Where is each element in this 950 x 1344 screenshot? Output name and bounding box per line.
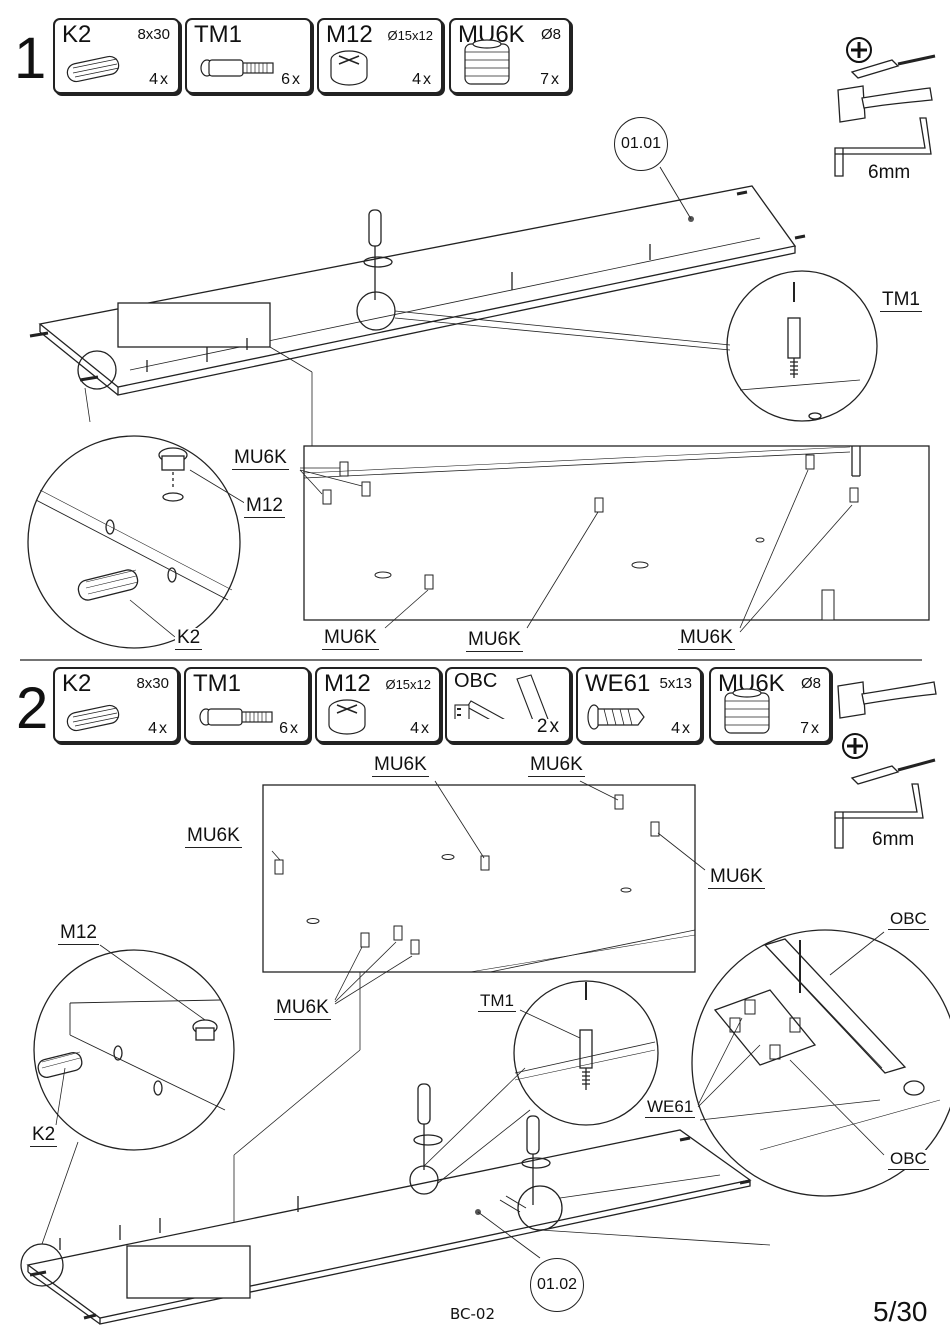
panel-ref-circle: 01.01: [614, 117, 668, 171]
cam-bolt-icon: [192, 695, 292, 739]
step-number: 1: [14, 30, 46, 88]
cam-bolt-icon: [193, 46, 293, 90]
part-card-we61: WE61 5x13 4x: [576, 667, 702, 743]
part-qty: 6x: [281, 71, 302, 89]
callout-mu6k: MU6K: [708, 867, 765, 889]
document-code: BC-02: [450, 1305, 495, 1323]
part-code: TM1: [193, 670, 241, 698]
part-card-tm1: TM1 6x: [184, 667, 310, 743]
callout-tm1: TM1: [880, 290, 922, 312]
part-card-k2: K2 8x30 4x: [53, 667, 179, 743]
callout-tm1: TM1: [478, 992, 516, 1012]
callout-m12: M12: [244, 496, 285, 518]
callout-we61: WE61: [645, 1098, 695, 1118]
part-card-obc: OBC 2x: [445, 667, 571, 743]
push-latch-icon: [451, 671, 561, 719]
callout-k2: K2: [30, 1125, 57, 1147]
part-size: Ø8: [801, 675, 821, 692]
part-qty: 4x: [671, 720, 692, 738]
callout-mu6k: MU6K: [466, 630, 523, 652]
part-qty: 4x: [149, 71, 170, 89]
part-card-tm1: TM1 6x: [185, 18, 312, 94]
step1-panel-drawing: [28, 167, 929, 648]
part-code: M12: [324, 670, 371, 698]
step-number: 2: [16, 680, 48, 738]
part-code: K2: [62, 21, 91, 49]
callout-mu6k: MU6K: [322, 628, 379, 650]
tools-step2: [835, 682, 936, 848]
part-qty: 7x: [800, 720, 821, 738]
part-qty: 2x: [537, 716, 561, 738]
callout-k2: K2: [175, 628, 202, 650]
part-size: 5x13: [659, 675, 692, 692]
part-size: Ø15x12: [387, 28, 433, 43]
panel-ref-circle: 01.02: [530, 1258, 584, 1312]
part-card-k2: K2 8x30 4x: [53, 18, 180, 94]
callout-mu6k: MU6K: [274, 998, 331, 1020]
part-qty: 7x: [540, 71, 561, 89]
callout-mu6k: MU6K: [528, 755, 585, 777]
screw-icon: [584, 695, 648, 739]
callout-mu6k: MU6K: [232, 448, 289, 470]
dowel-icon: [61, 46, 121, 90]
part-code: WE61: [585, 670, 650, 698]
step2-panel-drawing: [21, 781, 950, 1324]
part-qty: 6x: [279, 720, 300, 738]
part-size: Ø15x12: [385, 677, 431, 692]
allen-key-size: 6mm: [868, 162, 910, 184]
callout-m12: M12: [58, 923, 99, 945]
part-qty: 4x: [410, 720, 431, 738]
page-number: 5/30: [873, 1296, 928, 1328]
part-card-m12: M12 Ø15x12 4x: [315, 667, 441, 743]
cam-lock-icon: [323, 695, 373, 739]
part-card-mu6k: MU6K Ø8 7x: [449, 18, 571, 94]
callout-mu6k: MU6K: [185, 826, 242, 848]
part-card-m12: M12 Ø15x12 4x: [317, 18, 443, 94]
dowel-icon: [61, 695, 121, 739]
tools-step1: [835, 56, 935, 176]
part-size: 8x30: [137, 26, 170, 43]
part-code: TM1: [194, 21, 242, 49]
part-size: Ø8: [541, 26, 561, 43]
part-card-mu6k: MU6K Ø8 7x: [709, 667, 831, 743]
part-qty: 4x: [148, 720, 169, 738]
part-qty: 4x: [412, 71, 433, 89]
callout-obc: OBC: [888, 910, 929, 930]
allen-key-size: 6mm: [872, 829, 914, 851]
part-code: M12: [326, 21, 373, 49]
callout-obc: OBC: [888, 1150, 929, 1170]
insert-nut-icon: [457, 38, 517, 86]
callout-mu6k: MU6K: [678, 628, 735, 650]
callout-mu6k: MU6K: [372, 755, 429, 777]
cam-lock-icon: [325, 46, 375, 90]
part-code: K2: [62, 670, 91, 698]
insert-nut-icon: [717, 687, 777, 735]
part-size: 8x30: [136, 675, 169, 692]
